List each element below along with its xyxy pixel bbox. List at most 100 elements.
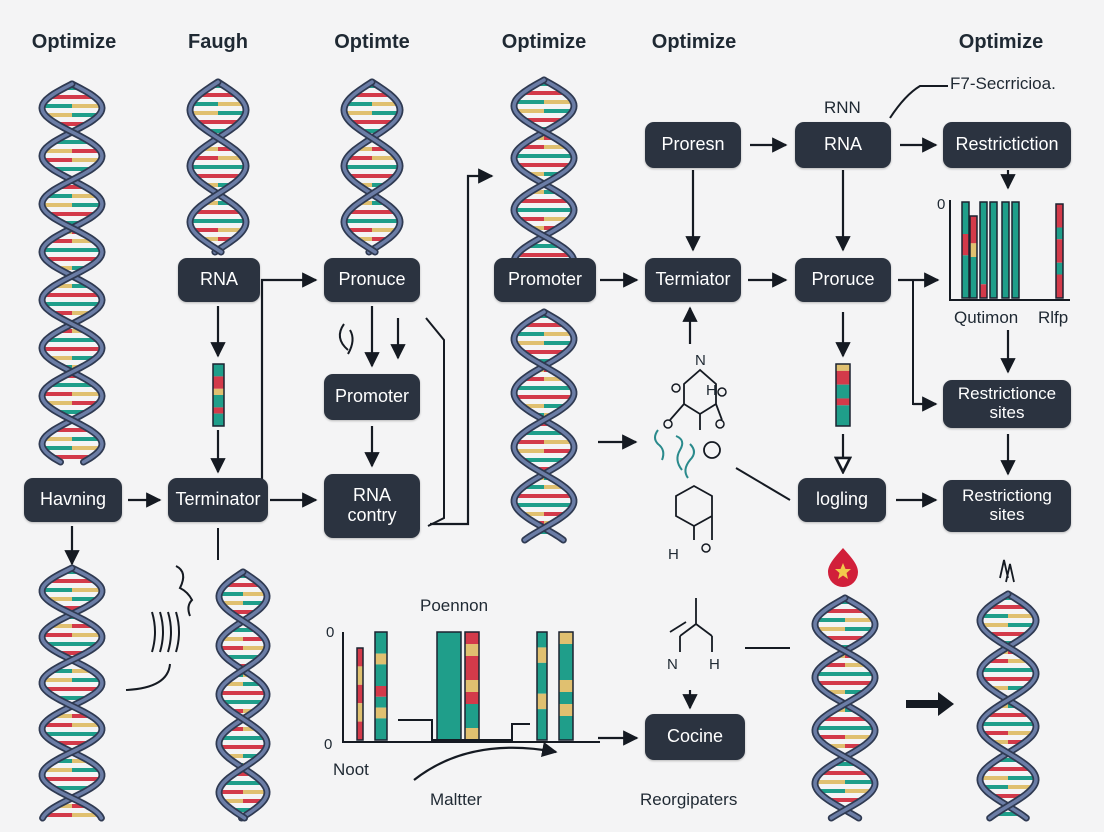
label-noot: Noot [333,760,369,779]
bar-segment [375,718,387,740]
node-pronuce[interactable]: Pronuce [324,258,420,302]
chart-bar [464,631,480,741]
header-col-4: Optimize [501,31,587,53]
chart-bar [1011,201,1020,299]
chart-bar [1001,201,1010,299]
node-terminator-col2[interactable]: Terminator [168,478,268,522]
bar-segment [559,680,573,692]
header-col-2: Faugh [188,31,248,53]
bar-segment [836,398,850,406]
bar-glyphs [212,201,1064,741]
dna-helix-icon [215,568,271,822]
chem-label-n1: N [695,352,706,369]
bar-segment [537,709,547,740]
label-f7-callout: F7-Secrricioa. [950,74,1056,93]
bar-segment [836,370,850,385]
bar-segment [375,653,387,665]
connector-line [912,280,936,405]
bar-segment [465,704,479,728]
label-reorgipaters: Reorgipaters [640,790,738,809]
node-proresn[interactable]: Proresn [645,122,741,168]
bar-segment [1056,227,1063,240]
bar-outline [961,201,970,299]
dna-strand [978,592,1038,820]
bar-outline [835,363,851,427]
face-profile-icon [175,565,194,617]
sound-wave-icon [175,611,180,653]
connector-line [425,317,445,527]
bar-segment [970,216,977,244]
chart-bar [536,631,548,741]
bar-segment [962,202,969,234]
dna-strand [188,80,248,254]
node-restriction-top[interactable]: Restrictiction [943,122,1071,168]
bar-outline [374,631,388,741]
bar-segment [375,707,387,719]
dna-helix-icon [340,78,404,256]
dna-helix-icon [186,78,250,256]
bar-segment [537,632,547,648]
bar-segment [213,364,224,377]
chart-bar [558,631,574,741]
bar-outline [1001,201,1010,299]
node-rna-top[interactable]: RNA [795,122,891,168]
bar-segment [559,692,573,704]
bar-segment [465,728,479,740]
chart-bar [979,201,988,299]
node-rna-contry[interactable]: RNA contry [324,474,420,538]
atom-icon [717,387,727,397]
sound-wave-icon [167,611,172,653]
chart-axis [342,632,600,743]
header-col-1: Optimize [31,31,117,53]
atom-icon [671,383,681,393]
bar-outline [989,201,998,299]
axis-zero-right-top: 0 [937,196,946,213]
bond-line [669,621,687,633]
header-col-3: Optimte [334,31,410,53]
node-havning[interactable]: Havning [24,478,122,522]
chart-bar [969,215,978,299]
bar-segment [980,284,987,298]
node-promoter-col3[interactable]: Promoter [324,374,420,420]
molecule-chain-icon [675,435,684,471]
callout-line [889,85,948,119]
bar-segment [375,686,387,697]
bar-segment [465,656,479,680]
molecule-icon [669,368,723,430]
bar-segment [990,202,997,298]
bar-segment [437,632,461,740]
dna-helix-icon [510,76,578,266]
arrow-icon [260,272,318,500]
dna-strand [40,566,104,820]
node-cocine[interactable]: Cocine [645,714,745,760]
chem-label-h3: H [709,656,720,673]
label-rlfp: Rlfp [1038,308,1069,327]
dna-helix-icon [811,594,879,822]
node-restriction-sites[interactable]: Restrictionce sites [943,380,1071,428]
dna-strand [217,570,269,820]
dna-strand [813,596,877,820]
atom-icon [715,419,725,429]
node-rna-left[interactable]: RNA [178,258,260,302]
bar-segment [375,632,387,654]
bar-segment [962,234,969,256]
molecule-icon [675,484,713,540]
node-terminator-col5[interactable]: Termiator [645,258,741,302]
dna-helix-icon [976,590,1040,822]
node-logling[interactable]: logling [798,478,886,522]
dna-strand [342,80,402,254]
bar-segment [357,648,363,667]
sound-wave-icon [159,611,164,653]
dna-strand [188,80,248,254]
node-promoter-col4[interactable]: Promoter [494,258,596,302]
node-restrictiong-sites[interactable]: Restrictiong sites [943,480,1071,532]
bar-segment [980,202,987,285]
node-proruce[interactable]: Proruce [795,258,891,302]
molecule-chain-icon [684,443,695,479]
molecule-ring-icon [703,441,721,459]
bar-segment [970,243,977,257]
bar-segment [836,364,850,371]
dna-helix-icon [38,564,106,822]
chart-bar [436,631,462,741]
dna-helix-icon [510,308,578,544]
